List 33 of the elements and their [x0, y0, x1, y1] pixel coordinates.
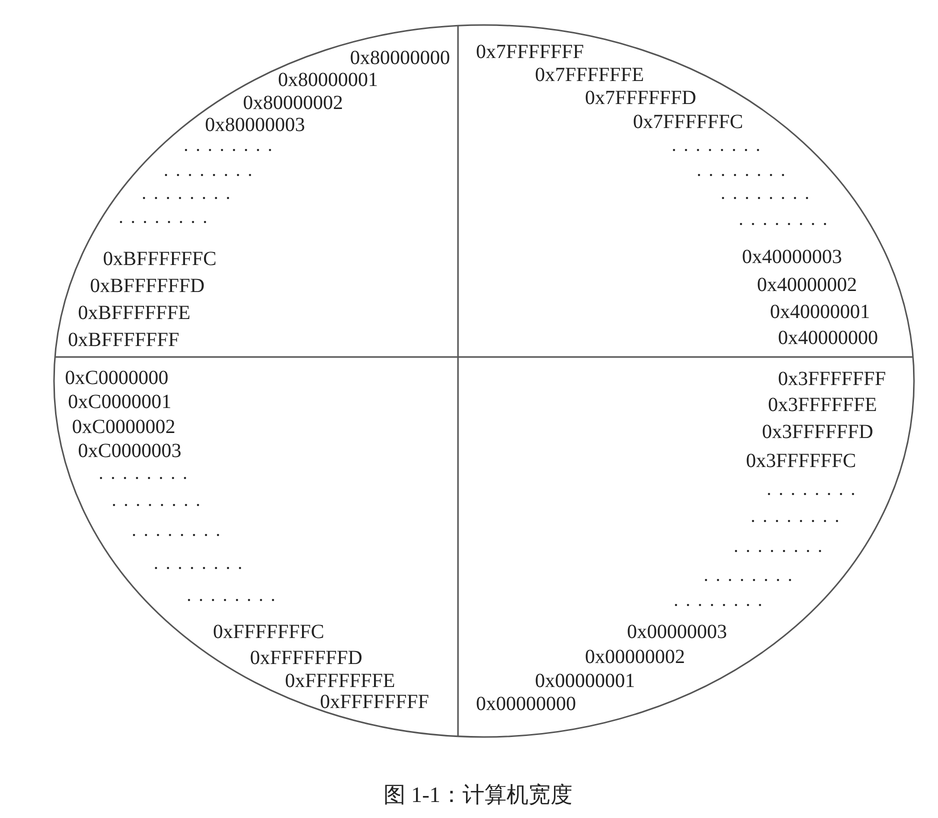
hex-address: 0x00000001 — [535, 670, 635, 692]
hex-address: 0xBFFFFFFC — [103, 248, 216, 270]
hex-address: 0x00000003 — [627, 621, 727, 643]
hex-address: 0x40000002 — [757, 274, 857, 296]
hex-address: 0x80000000 — [350, 47, 450, 69]
hex-address: 0x40000001 — [770, 301, 870, 323]
hex-address: 0x7FFFFFFC — [633, 111, 744, 133]
hex-address: 0x40000003 — [742, 246, 842, 268]
hex-address: 0x80000003 — [205, 114, 305, 136]
figure-caption: 图 1-1：计算机宽度 — [384, 782, 572, 808]
hex-address: 0xFFFFFFFC — [213, 621, 324, 643]
hex-address: 0xC0000000 — [65, 367, 168, 389]
hex-address: 0xC0000003 — [78, 440, 182, 462]
hex-address: 0x3FFFFFFF — [778, 368, 886, 390]
hex-address: 0x40000000 — [778, 327, 878, 349]
hex-address: 0xC0000002 — [72, 416, 176, 438]
hex-address: 0xBFFFFFFF — [68, 329, 180, 351]
hex-address: 0x7FFFFFFE — [535, 64, 644, 86]
hex-address: 0x3FFFFFFE — [768, 394, 877, 416]
hex-address: 0x00000002 — [585, 646, 685, 668]
hex-address: 0x3FFFFFFD — [762, 421, 874, 443]
hex-address: 0x80000002 — [243, 92, 343, 114]
hex-address: 0xFFFFFFFD — [250, 647, 362, 669]
hex-address: 0x00000000 — [476, 693, 576, 715]
hex-address: 0xFFFFFFFE — [285, 670, 396, 692]
hex-address: 0xBFFFFFFD — [90, 275, 205, 297]
hex-address: 0x3FFFFFFC — [746, 450, 856, 472]
hex-address: 0x7FFFFFFF — [476, 41, 584, 63]
hex-address: 0xC0000001 — [68, 391, 172, 413]
hex-address: 0x80000001 — [278, 69, 378, 91]
hex-address: 0x7FFFFFFD — [585, 87, 696, 109]
hex-address: 0xFFFFFFFF — [320, 691, 429, 713]
hex-address: 0xBFFFFFFE — [78, 302, 190, 324]
